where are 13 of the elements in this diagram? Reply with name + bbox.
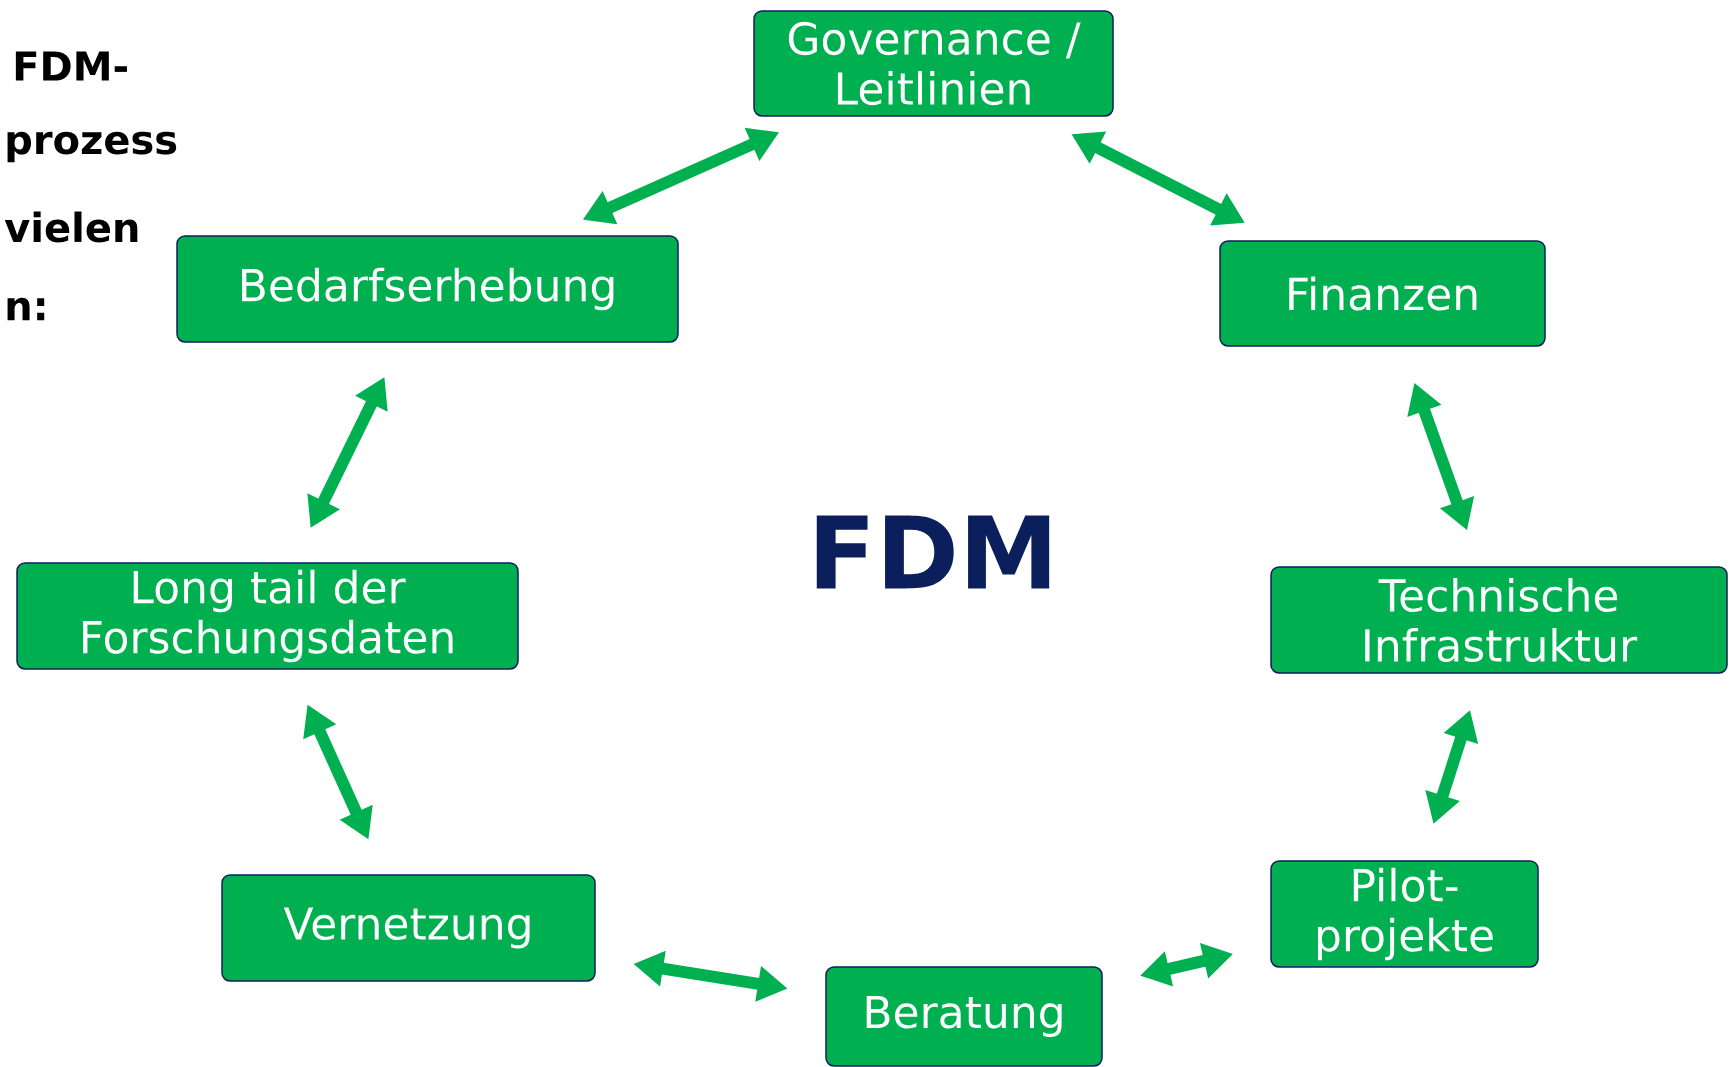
process-box: Vernetzung bbox=[221, 874, 596, 982]
process-box: Governance / Leitlinien bbox=[753, 10, 1114, 117]
process-box: Long tail der Forschungsdaten bbox=[16, 562, 519, 670]
process-box: Finanzen bbox=[1219, 240, 1546, 347]
process-box: Beratung bbox=[825, 966, 1103, 1067]
process-box: Bedarfserhebung bbox=[176, 235, 679, 343]
side-text: prozess bbox=[7, 131, 177, 163]
side-text: n: bbox=[7, 297, 45, 321]
side-text: vielen bbox=[4, 211, 138, 243]
process-box: Pilot- projekte bbox=[1270, 860, 1539, 968]
process-box: Technische Infrastruktur bbox=[1270, 566, 1728, 674]
side-text: FDM- bbox=[15, 51, 127, 81]
center-title: FDM bbox=[816, 515, 1050, 589]
